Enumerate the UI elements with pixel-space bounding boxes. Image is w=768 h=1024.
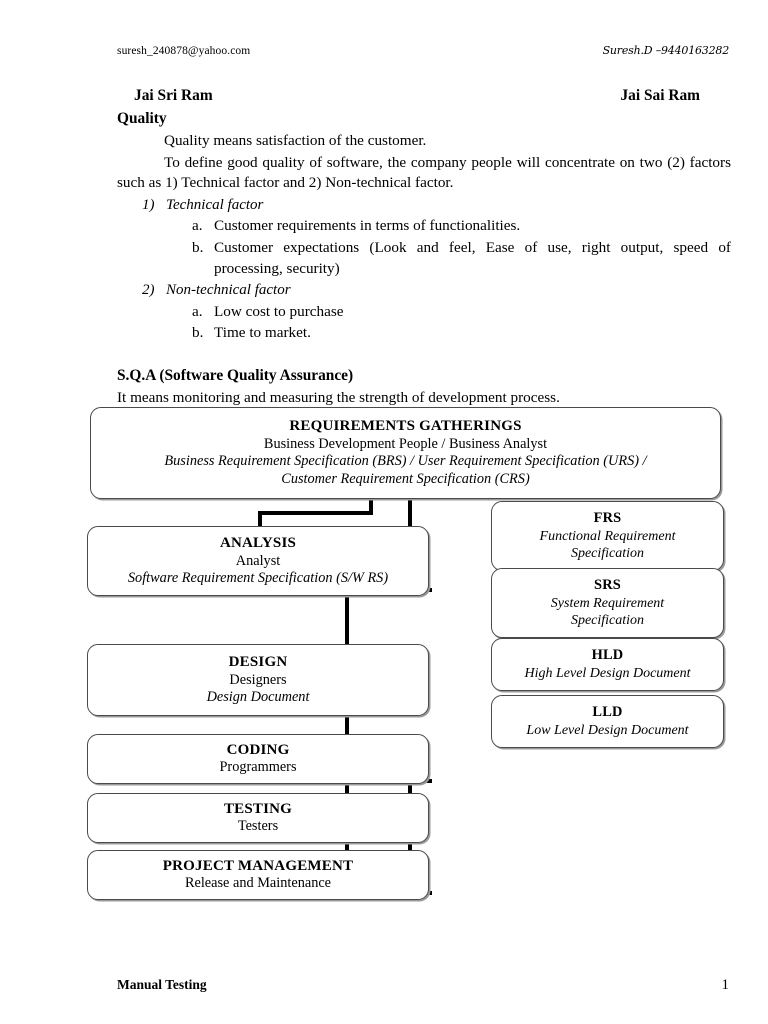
- footer-title: Manual Testing: [117, 977, 207, 992]
- list-text: Time to market.: [214, 324, 311, 342]
- list-text: Customer requirements in terms of functi…: [214, 217, 521, 235]
- list-item: a. Low cost to purchase: [192, 302, 731, 323]
- non-technical-factor-sublist: a. Low cost to purchase b. Time to marke…: [117, 302, 731, 344]
- box-role: Release and Maintenance: [184, 875, 332, 892]
- salutation-right: Jai Sai Ram: [620, 87, 700, 104]
- box-title: REQUIREMENTS GATHERINGS: [289, 418, 522, 435]
- list-marker: a.: [192, 302, 203, 320]
- list-item-non-technical-factor: 2) Non-technical factor: [142, 280, 731, 300]
- box-title: SRS: [594, 576, 621, 593]
- box-role: Business Development People / Business A…: [263, 435, 548, 452]
- box-expansion-line1: Functional Requirement: [539, 528, 676, 544]
- list-marker: 1): [142, 196, 155, 213]
- connector-analysis-stub: [345, 593, 349, 650]
- connector-testing-to-project-management: [345, 833, 349, 857]
- section-heading-quality: Quality: [117, 109, 167, 127]
- list-label: Technical factor: [166, 196, 264, 213]
- sqa-section: S.Q.A (Software Quality Assurance) It me…: [117, 366, 731, 409]
- document-body: Jai Sri Ram Jai Sai Ram Quality Quality …: [117, 86, 731, 409]
- box-artifact-line2: Customer Requirement Specification (CRS): [281, 471, 530, 488]
- box-expansion-line2: Specification: [570, 612, 645, 628]
- box-expansion-line1: System Requirement: [550, 595, 665, 611]
- connector-requirements-to-analysis-vertical-left: [258, 511, 262, 528]
- paragraph-quality-definition: Quality means satisfaction of the custom…: [164, 131, 427, 149]
- box-artifact-line1: Business Requirement Specification (BRS)…: [164, 453, 647, 470]
- box-role: Testers: [237, 818, 279, 835]
- box-expansion-line2: Specification: [570, 545, 645, 561]
- box-role: Designers: [229, 671, 287, 688]
- list-marker: b.: [192, 238, 204, 256]
- list-marker: 2): [142, 282, 155, 299]
- box-expansion: High Level Design Document: [524, 665, 691, 681]
- connector-design-to-coding: [345, 715, 349, 741]
- box-frs: FRS Functional Requirement Specification: [491, 501, 724, 571]
- salutation-row: Jai Sri Ram Jai Sai Ram: [117, 86, 731, 107]
- box-artifact: Software Requirement Specification (S/W …: [127, 570, 389, 587]
- list-item-technical-factor: 1) Technical factor: [142, 195, 731, 215]
- box-design: DESIGN Designers Design Document: [87, 644, 429, 716]
- list-label: Non-technical factor: [166, 282, 291, 299]
- sqa-title: S.Q.A (Software Quality Assurance): [117, 367, 354, 385]
- box-title: ANALYSIS: [219, 534, 297, 551]
- list-marker: b.: [192, 324, 204, 342]
- box-title: HLD: [591, 646, 624, 663]
- box-testing: TESTING Testers: [87, 793, 429, 843]
- box-srs: SRS System Requirement Specification: [491, 568, 724, 638]
- box-project-management: PROJECT MANAGEMENT Release and Maintenan…: [87, 850, 429, 900]
- list-item: b. Time to market.: [192, 323, 731, 344]
- connector-requirements-to-analysis-horizontal: [258, 511, 373, 515]
- list-text: Low cost to purchase: [214, 302, 344, 320]
- box-artifact: Design Document: [206, 689, 310, 706]
- box-expansion: Low Level Design Document: [526, 722, 689, 738]
- list-text: Customer expectations (Look and feel, Ea…: [214, 238, 731, 277]
- box-role: Programmers: [219, 759, 297, 776]
- box-analysis: ANALYSIS Analyst Software Requirement Sp…: [87, 526, 429, 596]
- box-title: CODING: [226, 741, 290, 758]
- box-title: TESTING: [223, 800, 293, 817]
- sdlc-flow-diagram: REQUIREMENTS GATHERINGS Business Develop…: [0, 405, 768, 905]
- sqa-description: It means monitoring and measuring the st…: [117, 388, 560, 406]
- connector-coding-to-testing: [345, 773, 349, 799]
- box-requirements-gatherings: REQUIREMENTS GATHERINGS Business Develop…: [90, 407, 721, 499]
- box-title: PROJECT MANAGEMENT: [162, 857, 354, 874]
- list-item: a. Customer requirements in terms of fun…: [192, 216, 731, 237]
- connector-requirements-to-analysis-vertical-right: [369, 495, 373, 515]
- salutation-left: Jai Sri Ram: [134, 87, 213, 104]
- box-lld: LLD Low Level Design Document: [491, 695, 724, 748]
- box-hld: HLD High Level Design Document: [491, 638, 724, 691]
- box-coding: CODING Programmers: [87, 734, 429, 784]
- list-marker: a.: [192, 217, 203, 235]
- footer-page-number: 1: [721, 977, 730, 993]
- list-item: b. Customer expectations (Look and feel,…: [192, 238, 731, 279]
- header-email: suresh_240878@yahoo.com: [117, 45, 251, 57]
- box-title: LLD: [592, 703, 623, 720]
- box-title: DESIGN: [228, 653, 288, 670]
- paragraph-good-quality: To define good quality of software, the …: [117, 153, 731, 192]
- page-header: suresh_240878@yahoo.com Suresh.D –944016…: [117, 44, 729, 57]
- header-contact: Suresh.D –9440163282: [602, 44, 730, 57]
- technical-factor-sublist: a. Customer requirements in terms of fun…: [117, 216, 731, 279]
- box-title: FRS: [593, 509, 622, 526]
- box-role: Analyst: [235, 552, 281, 569]
- page-footer: Manual Testing 1: [117, 977, 729, 994]
